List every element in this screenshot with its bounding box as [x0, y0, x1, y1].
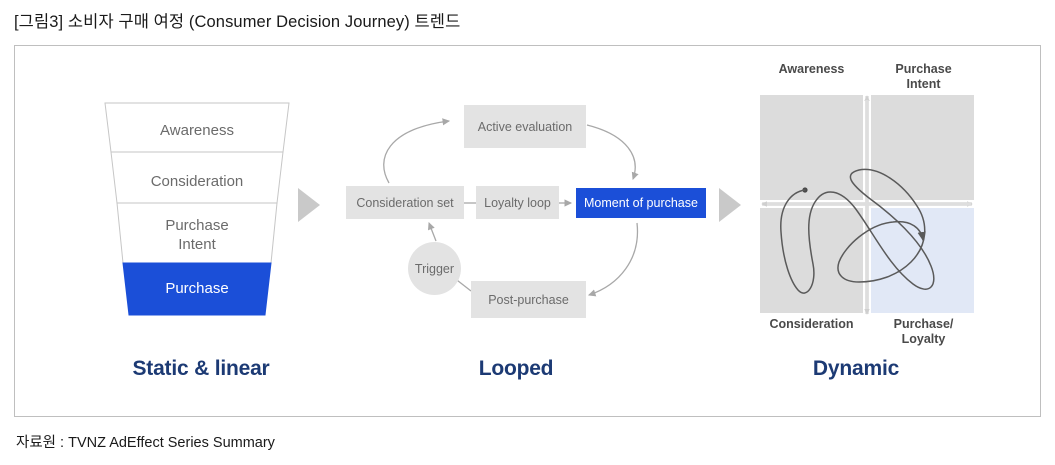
- quadrant-purchase-loyalty: [871, 208, 974, 313]
- funnel-diagram: Awareness Consideration Purchase Intent …: [97, 99, 297, 321]
- quadrant-awareness: [760, 95, 863, 200]
- loop-node-consideration-set[interactable]: Consideration set: [346, 186, 464, 219]
- quadrant-purchase-intent: [871, 95, 974, 200]
- loop-connectors: [383, 118, 639, 297]
- play-arrow-icon-1: [298, 188, 320, 222]
- quadrant-label-purchase-loyalty: Purchase/ Loyalty: [893, 317, 954, 346]
- loop-node-moment-of-purchase[interactable]: Moment of purchase: [576, 188, 706, 218]
- loop-arrow-trigger-consider: [428, 221, 437, 242]
- source-note: 자료원 : TVNZ AdEffect Series Summary: [16, 435, 275, 451]
- page-title: [그림3] 소비자 구매 여정 (Consumer Decision Journ…: [14, 13, 461, 31]
- funnel-segment-purchase-intent: [116, 202, 278, 264]
- dynamic-quadrant-diagram: Awareness Purchase Intent Consideration …: [751, 56, 981, 346]
- loop-node-loyalty-loop[interactable]: Loyalty loop: [476, 186, 559, 219]
- loop-node-active-evaluation[interactable]: Active evaluation: [464, 105, 586, 148]
- funnel-segment-purchase: [122, 262, 272, 316]
- stage-caption-static: Static & linear: [132, 357, 270, 380]
- quadrant-label-consideration: Consideration: [769, 317, 854, 331]
- quadrant-label-awareness: Awareness: [778, 62, 845, 76]
- loop-arc-to-post: [587, 222, 639, 297]
- stage-caption-dynamic: Dynamic: [812, 357, 900, 380]
- stage-caption-looped: Looped: [478, 357, 554, 380]
- looped-diagram: Active evaluation Consideration set Loya…: [341, 99, 716, 324]
- quadrant-consideration: [760, 208, 863, 313]
- figure-frame: Awareness Consideration Purchase Intent …: [14, 45, 1041, 417]
- loop-arc-to-moment: [586, 124, 639, 181]
- loop-node-trigger[interactable]: Trigger: [408, 242, 461, 295]
- loop-node-post-purchase[interactable]: Post-purchase: [471, 281, 586, 318]
- funnel-segment-awareness: [104, 102, 290, 153]
- loop-arc-to-active: [383, 118, 451, 184]
- funnel-shape: [104, 102, 290, 316]
- funnel-segment-consideration: [110, 151, 284, 204]
- quadrant-label-purchase-intent: Purchase Intent: [895, 62, 952, 91]
- play-arrow-icon-2: [719, 188, 741, 222]
